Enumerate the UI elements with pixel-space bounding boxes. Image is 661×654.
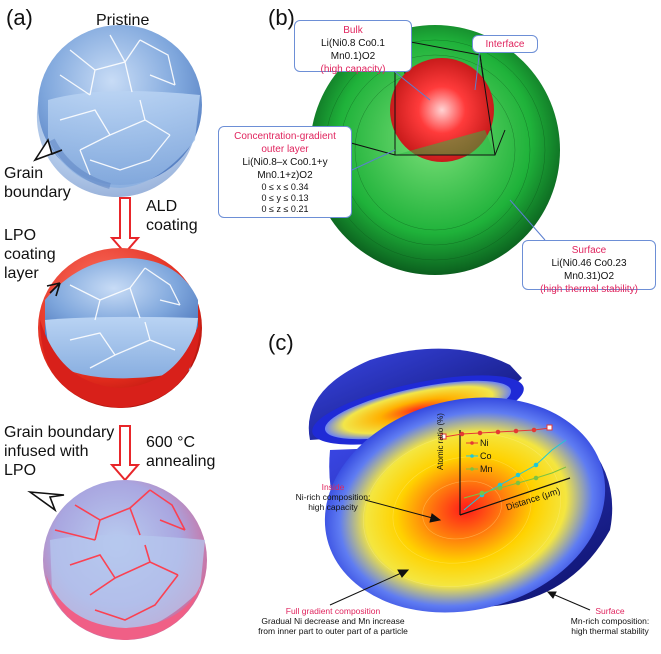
mn-series: [463, 466, 567, 499]
bulk-box: Bulk Li(Ni0.8 Co0.1 Mn0.1)O2 (high capac…: [294, 20, 412, 75]
infused-sphere: [43, 480, 207, 640]
pristine-sphere: [36, 25, 202, 198]
inside-label: Inside Ni-rich composition: high capacit…: [295, 482, 371, 512]
gradient-box: Concentration-gradient outer layer Li(Ni…: [218, 126, 352, 218]
pristine-label: Pristine: [96, 12, 150, 29]
y-axis-label: Atomic ratio (%): [436, 413, 445, 470]
arrow-ald: [109, 197, 141, 255]
surface-c-label: Surface Mn-rich composition: high therma…: [570, 606, 650, 636]
surface-box: Surface Li(Ni0.46 Co0.23 Mn0.31)O2 (high…: [522, 240, 656, 295]
interface-box: Interface: [472, 35, 538, 53]
panel-a-label: (a): [6, 5, 33, 30]
plot-legend-labels: Ni Co Mn: [480, 438, 493, 474]
grain-boundary-arrow: [27, 138, 65, 513]
arrow-annealing: [109, 425, 141, 482]
full-gradient-label: Full gradient composition Gradual Ni dec…: [258, 606, 408, 636]
leader-lines: [329, 499, 591, 611]
gradient-particle: [308, 348, 613, 613]
composition-plot: [440, 424, 571, 516]
plot-legend: [466, 441, 478, 471]
panel-b-label: (b): [268, 5, 295, 30]
callout-lines: [351, 47, 546, 241]
ni-series: [440, 424, 553, 440]
panel-c-label: (c): [268, 330, 294, 355]
coated-sphere: [38, 248, 202, 408]
